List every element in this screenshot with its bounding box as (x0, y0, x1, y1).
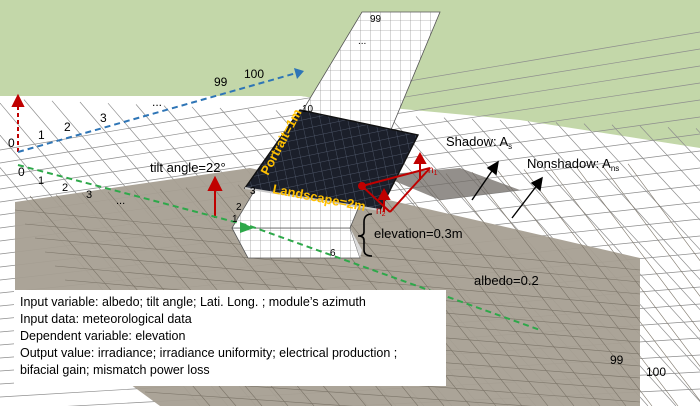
grid-number-left-0: 0 (8, 136, 15, 150)
grid-number-left-1: 1 (38, 128, 45, 142)
info-line-input-data: Input data: meteorological data (20, 312, 192, 326)
grid-number-strip-1: 1 (232, 214, 238, 225)
grid-number-front-3: 3 (86, 189, 92, 201)
info-text-box: Input variable: albedo; tilt angle; Lati… (14, 290, 446, 386)
grid-number-front-0: 0 (18, 165, 25, 179)
grid-number-left-2: 2 (64, 120, 71, 134)
grid-number-strip-2: 2 (236, 202, 242, 213)
irradiance-arrows (471, 160, 543, 219)
grid-number-strip-3: 3 (250, 186, 256, 197)
blue-axis-arrowhead (294, 68, 304, 79)
albedo-label: albedo=0.2 (474, 273, 539, 288)
grid-number-strip-6: 6 (330, 248, 336, 259)
normal-vectors (11, 93, 431, 218)
info-line-output-value-cont: bifacial gain; mismatch power loss (20, 363, 210, 377)
info-line-dependent-variable: Dependent variable: elevation (20, 329, 186, 343)
elevation-bracket (357, 213, 373, 257)
normal-n1-label: n1 (428, 165, 438, 177)
grid-number-front-dots: ... (116, 195, 125, 207)
nonshadow-label: Nonshadow: Ans (527, 156, 619, 173)
grid-number-top-dots: ... (358, 36, 366, 47)
grid-number-left-100: 100 (244, 67, 264, 81)
grid-number-left-dots: ... (152, 95, 162, 109)
shadow-label: Shadow: As (446, 134, 512, 151)
grid-number-top-99: 99 (370, 14, 382, 25)
grid-number-corner-99: 99 (610, 353, 624, 367)
grid-number-left-99: 99 (214, 75, 228, 89)
normal-n2-label: n2 (376, 206, 386, 218)
grid-number-corner-100: 100 (646, 365, 666, 379)
tilt-angle-label: tilt angle=22° (150, 160, 226, 175)
green-axis-arrowhead (240, 222, 254, 233)
elevation-label: elevation=0.3m (374, 226, 463, 241)
grid-number-strip-10: 10 (302, 104, 314, 115)
info-line-output-value: Output value: irradiance; irradiance uni… (20, 346, 398, 360)
grid-number-front-2: 2 (62, 182, 68, 194)
info-line-input-variable: Input variable: albedo; tilt angle; Lati… (20, 295, 366, 309)
grid-number-front-1: 1 (38, 175, 44, 187)
grid-number-left-3: 3 (100, 111, 107, 125)
module-shadow (380, 168, 520, 200)
